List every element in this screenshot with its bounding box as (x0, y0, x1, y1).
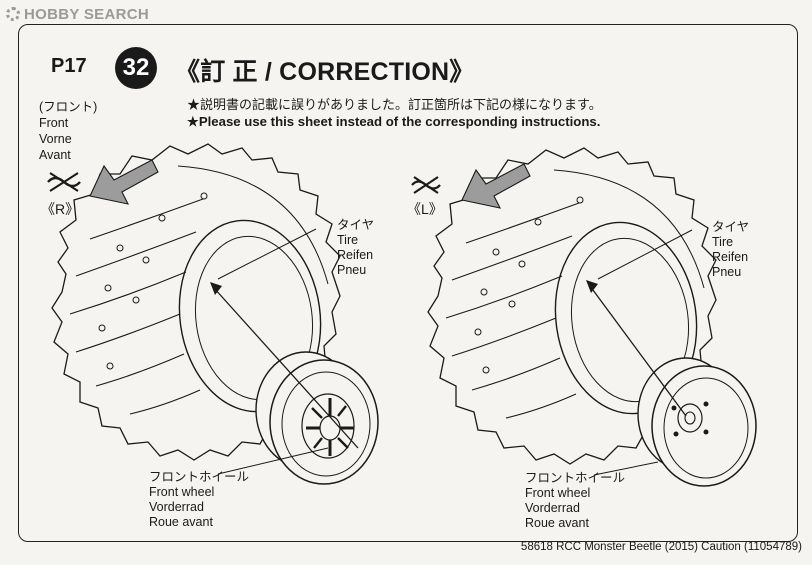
document-footer: 58618 RCC Monster Beetle (2015) Caution … (520, 541, 802, 553)
crossed-out-wrench-icon (47, 172, 81, 192)
position-label-fr: Avant (39, 148, 71, 162)
notice-english: ★Please use this sheet instead of the co… (187, 114, 601, 129)
step-number-badge: 32 (115, 47, 157, 89)
assembly-illustration (51, 143, 757, 487)
right-front-wheel (255, 351, 379, 485)
side-label-right: 《R》 (41, 201, 80, 217)
rotation-arrow-icon (461, 163, 531, 209)
right-front-tire (51, 143, 341, 461)
crossed-out-wrench-icon (411, 176, 441, 194)
side-label-left: 《L》 (407, 201, 443, 217)
page-title: 《訂 正 / CORRECTION》 (175, 58, 475, 86)
page-reference: P17 (51, 55, 87, 77)
gear-icon (6, 7, 20, 21)
sheet-frame: P17 32 《訂 正 / CORRECTION》 ★説明書の記載に誤りがありま… (18, 24, 798, 542)
position-label-en: Front (39, 116, 69, 130)
left-front-wheel (637, 357, 757, 487)
position-label-de: Vorne (39, 132, 72, 146)
tire-outline (427, 147, 717, 465)
watermark-text: HOBBY SEARCH (24, 5, 150, 23)
position-label: (フロント) Front Vorne Avant (39, 99, 97, 163)
rotation-arrow-icon (89, 159, 159, 205)
notice-japanese: ★説明書の記載に誤りがありました。訂正箇所は下記の様になります。 (187, 97, 602, 112)
watermark: HOBBY SEARCH (6, 5, 149, 23)
position-label-ja: (フロント) (39, 100, 98, 114)
tire-outline (51, 143, 341, 461)
